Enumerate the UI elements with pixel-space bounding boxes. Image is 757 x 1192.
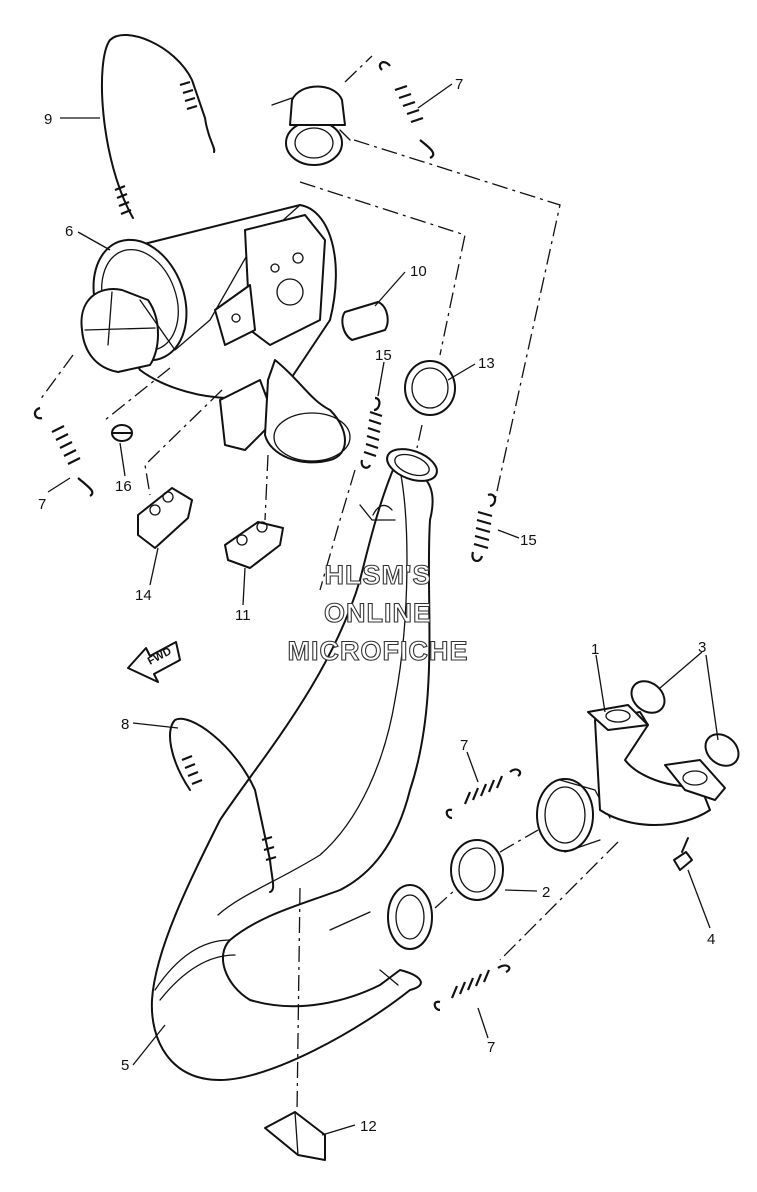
grommet-10 [341,301,389,341]
outlet-pipe-clamp [271,85,351,166]
stay-wire-9-coil [114,80,198,216]
damper-12 [264,1111,326,1161]
part-number-labels: 9 6 7 10 13 15 15 16 7 14 11 8 1 3 7 2 4… [38,76,715,1135]
forward-arrow: FWD [127,641,181,683]
muffler-silencer [80,204,351,464]
spring-15-left [360,396,383,469]
label-7-top: 7 [455,76,463,93]
label-1: 1 [591,641,599,658]
gasket-2 [450,839,504,901]
label-10: 10 [410,263,427,280]
label-7-middle: 7 [460,737,468,754]
label-8: 8 [121,716,129,733]
label-14: 14 [135,587,152,604]
assembly-center-lines [39,55,619,1113]
gasket-3-bottom [704,733,740,767]
label-15-left: 15 [375,347,392,364]
label-9: 9 [44,111,52,128]
gasket-3-top [630,680,666,714]
bolt-16 [111,424,133,442]
expansion-chamber [150,448,438,1081]
stay-wire-8 [169,717,275,893]
label-11: 11 [235,607,251,624]
damper-11 [224,521,284,569]
damper-14 [137,487,193,549]
label-4: 4 [707,931,715,948]
spring-7-top [378,61,435,159]
label-16: 16 [115,478,132,495]
watermark-line-2: ONLINE [324,598,432,628]
label-13: 13 [478,355,495,372]
label-7-left: 7 [38,496,46,513]
label-2: 2 [542,884,550,901]
stay-wire-8-coil [181,754,277,862]
leader-lines [47,83,719,1136]
spring-7-bottom [433,964,511,1012]
label-15-right: 15 [520,532,537,549]
label-7-bottom: 7 [487,1039,495,1056]
exhaust-manifold-1 [587,704,726,826]
spring-15-right [471,493,497,562]
label-5: 5 [121,1057,129,1074]
watermark-line-1: HLSM'S [325,560,432,590]
stay-wire-9 [100,34,216,219]
watermark: HLSM'S ONLINE MICROFICHE [287,559,469,666]
label-3: 3 [698,639,706,656]
label-12: 12 [360,1118,377,1135]
spring-7-middle [445,768,522,820]
spring-7-left [33,406,94,497]
label-6: 6 [65,223,73,240]
gasket-13 [404,360,456,416]
bolt-4 [673,837,693,871]
watermark-line-3: MICROFICHE [288,636,469,666]
